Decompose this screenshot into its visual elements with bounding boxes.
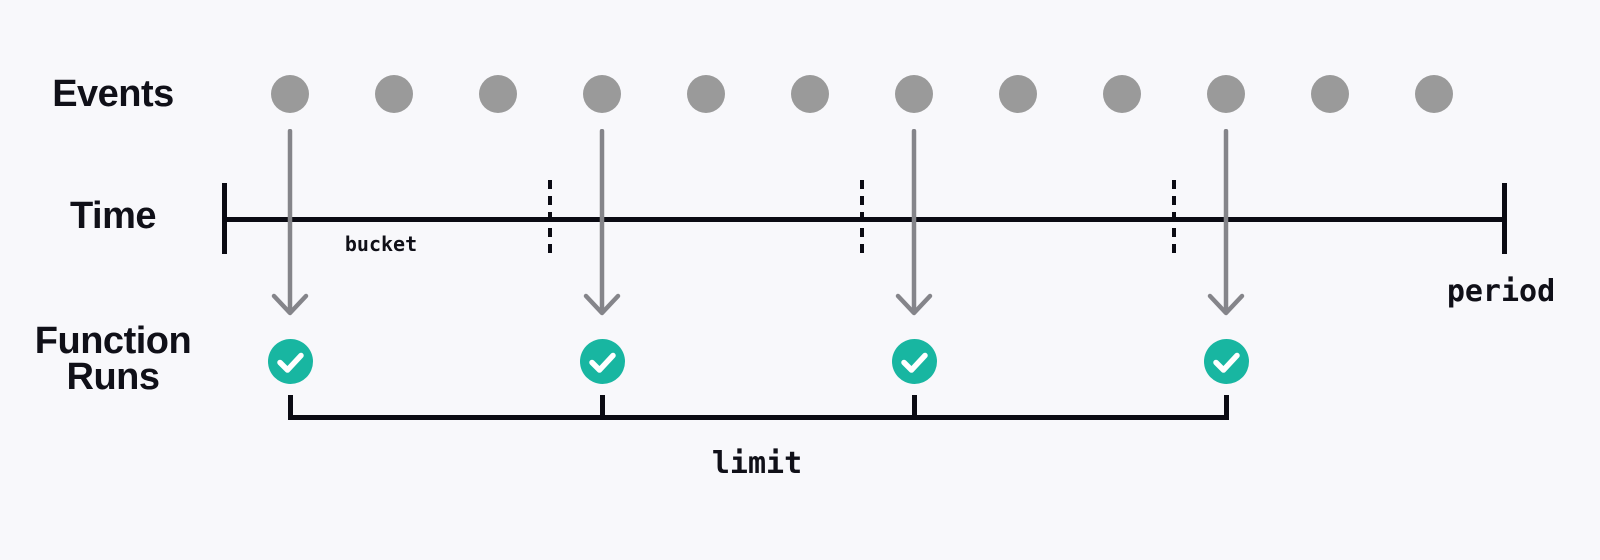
event-dot (583, 75, 621, 113)
function-run-check (1203, 338, 1249, 384)
check-icon (900, 352, 928, 373)
event-dot (1311, 75, 1349, 113)
arrow-down-icon (895, 129, 933, 316)
function-run-check (891, 338, 937, 384)
timeline-bar (224, 216, 1504, 222)
bucket-divider (1172, 180, 1176, 254)
events-row-label: Events (52, 73, 174, 115)
event-dot (479, 75, 517, 113)
bucket-label: bucket (344, 232, 418, 256)
function-runs-row-label: Function Runs (5, 320, 221, 398)
bucket-divider (548, 180, 552, 254)
limit-bracket-bar (287, 415, 1229, 420)
event-dot (375, 75, 413, 113)
check-icon (276, 352, 304, 373)
limit-label: limit (711, 446, 803, 481)
limit-bracket-stub (1223, 395, 1229, 420)
bucket-divider (860, 180, 864, 254)
event-dot (687, 75, 725, 113)
function-runs-label-line2: Runs (66, 356, 161, 398)
event-dot (1415, 75, 1453, 113)
event-dot (1103, 75, 1141, 113)
check-icon (588, 352, 616, 373)
period-label: period (1446, 274, 1556, 309)
function-run-check (579, 338, 625, 384)
timeline-start-tick (221, 183, 227, 254)
arrow-down-icon (1207, 129, 1245, 316)
limit-bracket-stub (911, 395, 917, 420)
function-run-check (267, 338, 313, 384)
time-row-label: Time (69, 195, 157, 237)
check-icon (1212, 352, 1240, 373)
limit-bracket-stub (287, 395, 293, 420)
event-dot (895, 75, 933, 113)
event-dot (999, 75, 1037, 113)
arrow-down-icon (583, 129, 621, 316)
timeline-end-tick (1501, 183, 1507, 254)
event-dot (271, 75, 309, 113)
event-dot (1207, 75, 1245, 113)
arrow-down-icon (271, 129, 309, 316)
event-dot (791, 75, 829, 113)
limit-bracket-stub (599, 395, 605, 420)
function-runs-label-line1: Function (34, 320, 192, 362)
